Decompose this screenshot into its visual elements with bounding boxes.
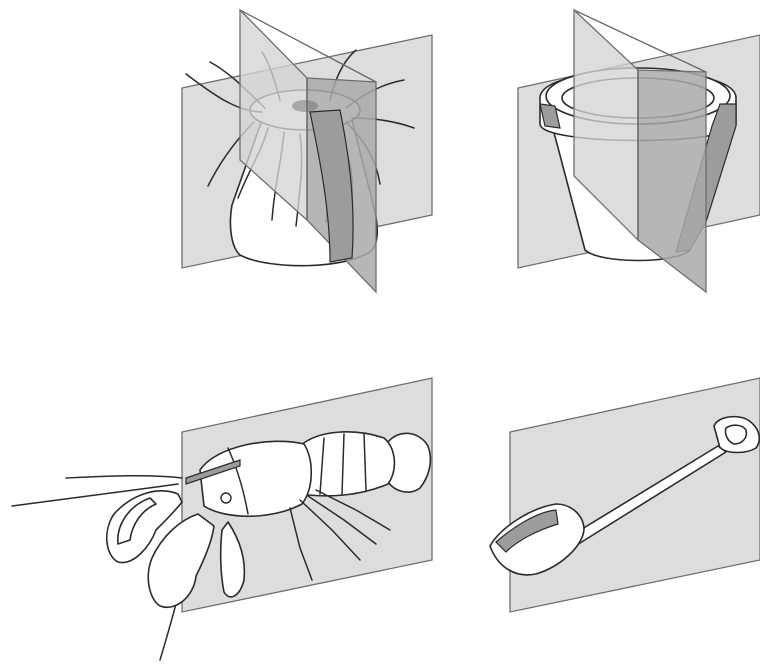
panel-flower-pot bbox=[518, 10, 760, 292]
crayfish-antenna-2 bbox=[66, 476, 182, 478]
panel-spade bbox=[490, 378, 760, 612]
panel-crayfish bbox=[12, 378, 432, 660]
panel-sea-anemone bbox=[182, 10, 432, 292]
crayfish-eye bbox=[221, 493, 231, 503]
crayfish-abdomen bbox=[300, 432, 394, 496]
spade-plane bbox=[510, 378, 760, 612]
